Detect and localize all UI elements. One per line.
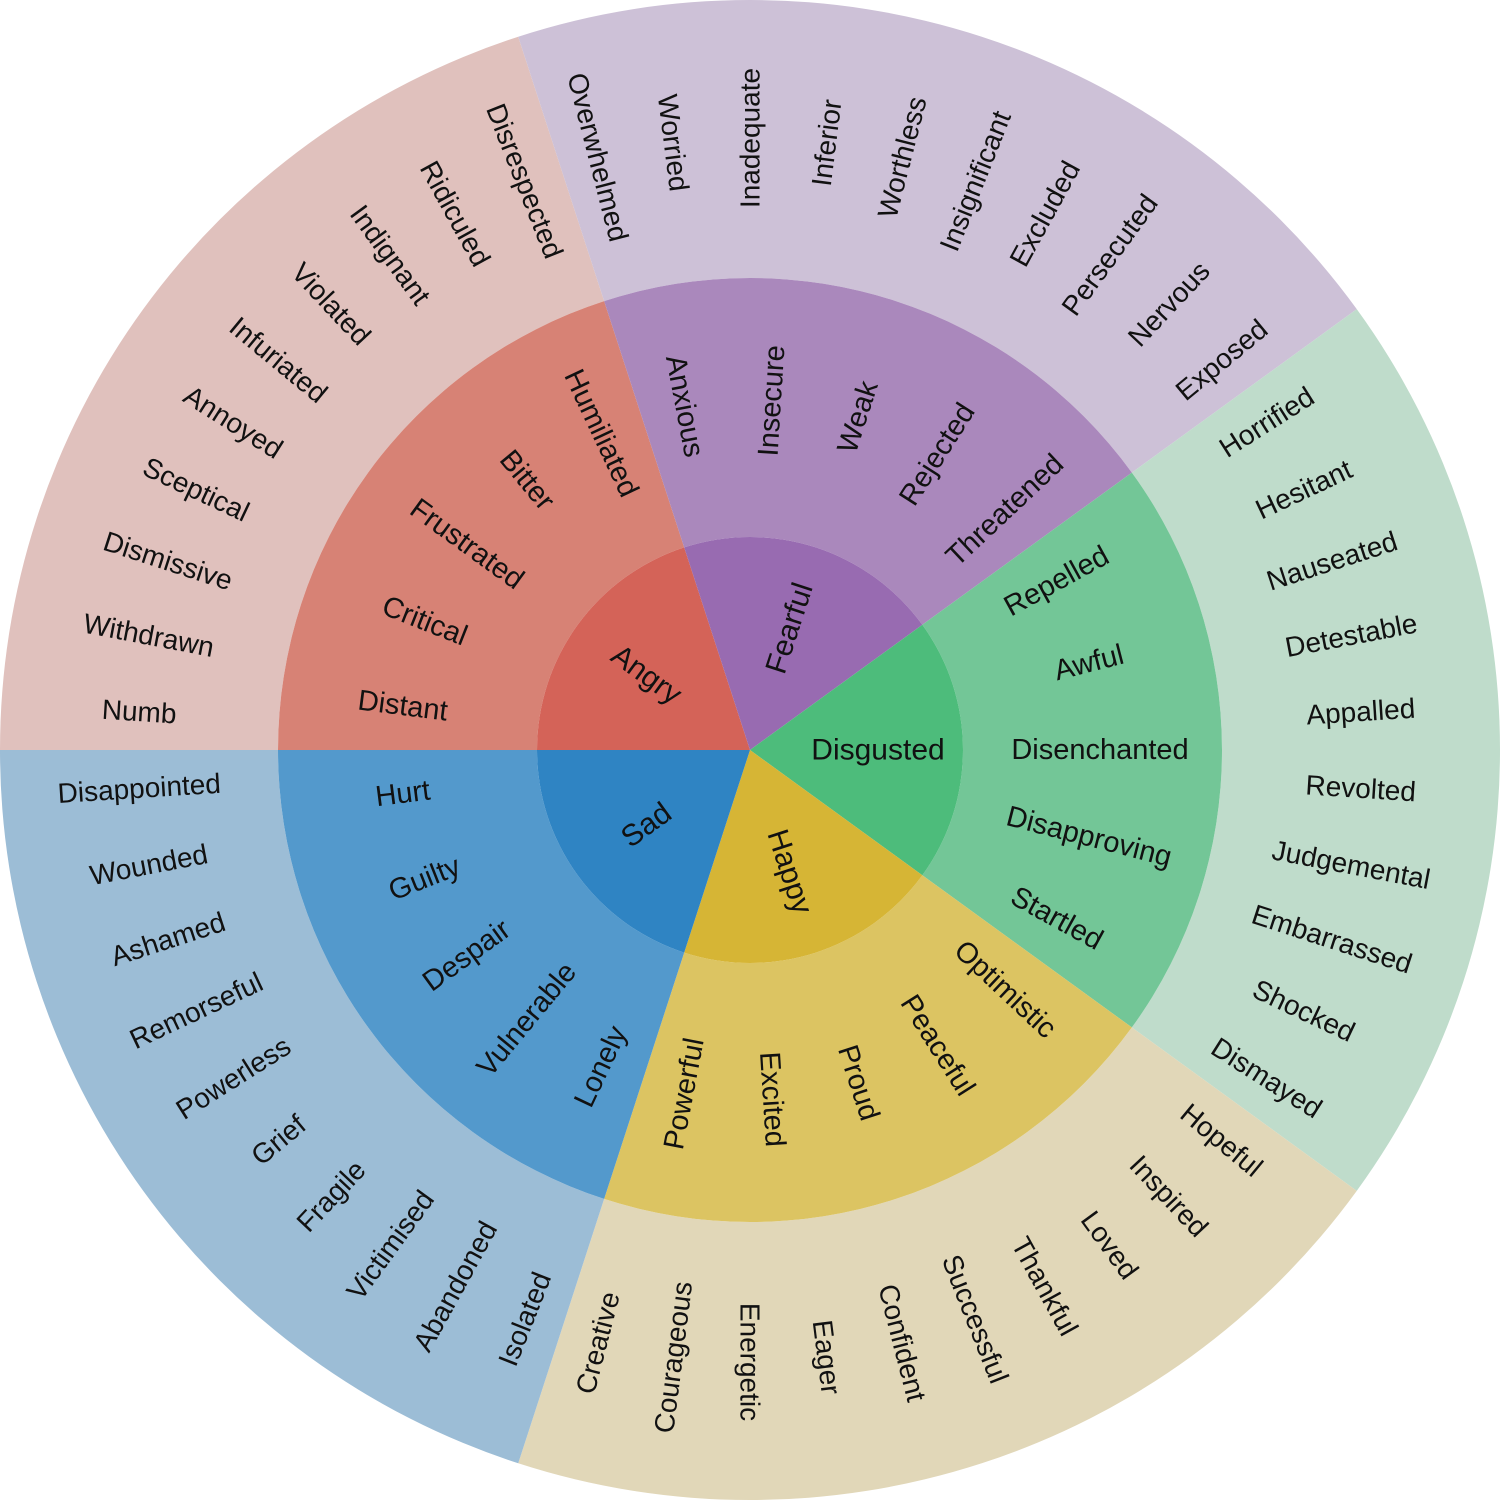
angry-outer-ring	[0, 36, 605, 750]
fearful-mid-ring	[604, 278, 1132, 625]
mid-emotion-insecure: Insecure	[753, 344, 792, 457]
outer-emotion-revolted: Revolted	[1305, 769, 1417, 807]
outer-emotion-appalled: Appalled	[1305, 693, 1416, 731]
disgusted-outer-ring	[1131, 309, 1500, 1191]
mid-emotion-disenchanted: Disenchanted	[1011, 734, 1188, 766]
outer-emotion-numb: Numb	[101, 694, 178, 730]
sad-outer-ring	[0, 750, 605, 1464]
outer-emotion-inadequate: Inadequate	[735, 68, 766, 208]
sad-core-segment	[537, 750, 750, 953]
disgusted-mid-ring	[922, 472, 1223, 1028]
happy-outer-ring	[518, 1027, 1357, 1500]
disgusted-core-segment	[750, 624, 963, 876]
happy-mid-ring	[604, 875, 1132, 1222]
outer-emotion-energetic: Energetic	[735, 1303, 766, 1421]
fearful-outer-ring	[518, 0, 1357, 473]
sad-mid-ring	[278, 750, 685, 1199]
angry-core-segment	[537, 547, 750, 750]
happy-core-segment	[684, 750, 923, 964]
mid-emotion-hurt: Hurt	[374, 775, 432, 814]
core-emotion-disgusted: Disgusted	[811, 734, 944, 767]
fearful-core-segment	[684, 537, 923, 750]
angry-mid-ring	[278, 301, 685, 750]
mid-emotion-excited: Excited	[753, 1051, 791, 1148]
